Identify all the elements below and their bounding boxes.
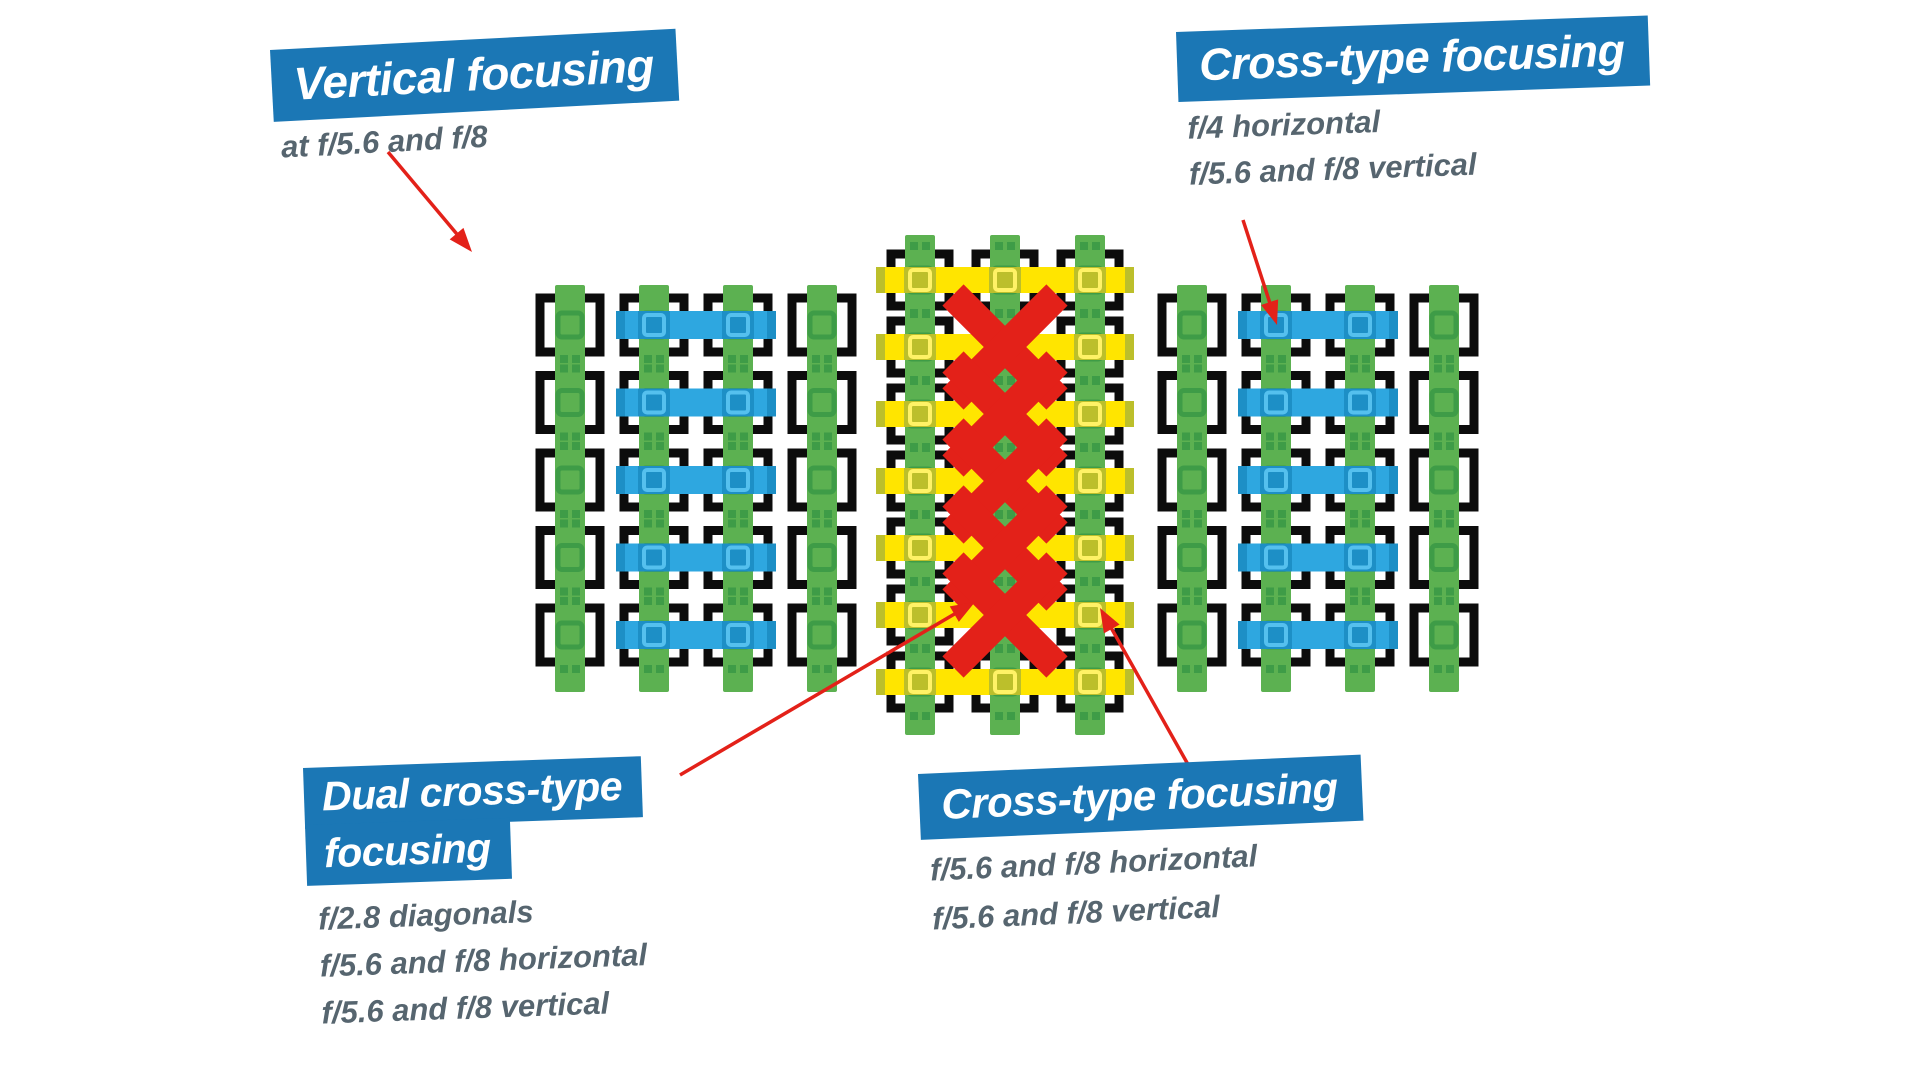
callout-title-line: focusing: [304, 817, 512, 886]
callout-subtext: f/4 horizontal f/5.6 and f/8 vertical: [1179, 89, 1653, 197]
callout-subtext: f/2.8 diagonals f/5.6 and f/8 horizontal…: [307, 884, 650, 1037]
callout-cross-type-top: Cross-type focusing f/4 horizontal f/5.6…: [1176, 15, 1653, 198]
callout-vertical-focusing: Vertical focusing at f/5.6 and f/8: [270, 28, 682, 166]
vertical-focusing-arrow-icon: [386, 150, 472, 252]
callout-dual-cross-type: Dual cross-type focusing f/2.8 diagonals…: [303, 756, 650, 1037]
dual-cross-arrow-icon: [679, 602, 975, 777]
left-sensor-array: [535, 285, 857, 692]
callout-cross-type-bottom: Cross-type focusing f/5.6 and f/8 horizo…: [918, 754, 1368, 944]
cross-top-arrow-icon: [1241, 219, 1279, 325]
callout-subtext: f/5.6 and f/8 horizontal f/5.6 and f/8 v…: [921, 827, 1367, 944]
dual-cross-sensor: [942, 284, 1068, 678]
callout-title: Dual cross-type focusing: [303, 756, 645, 886]
cross-bottom-arrow-icon: [1100, 608, 1192, 769]
right-sensor-array: [1157, 285, 1479, 692]
center-sensor-array: [876, 235, 1134, 735]
callout-title-line: Cross-type focusing: [1176, 15, 1650, 102]
callout-title-line: Dual cross-type: [303, 756, 644, 829]
callout-title: Cross-type focusing: [1176, 15, 1650, 102]
